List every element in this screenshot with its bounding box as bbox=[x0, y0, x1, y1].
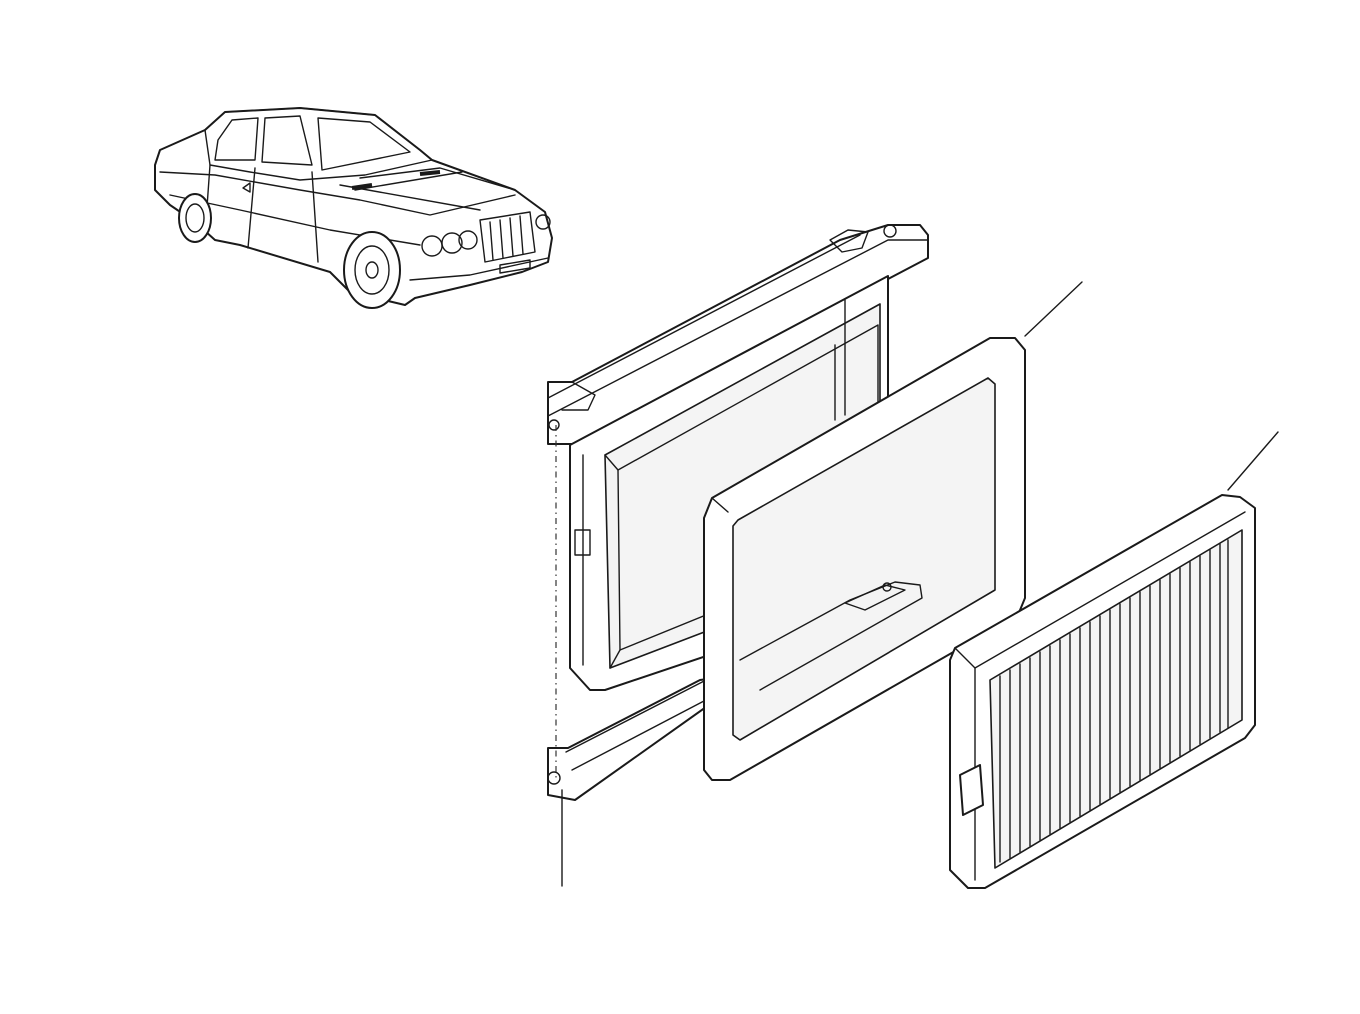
vehicle-car-icon bbox=[154, 107, 553, 309]
seal-gasket-icon bbox=[703, 281, 1083, 781]
pollen-filter-icon bbox=[949, 431, 1279, 889]
